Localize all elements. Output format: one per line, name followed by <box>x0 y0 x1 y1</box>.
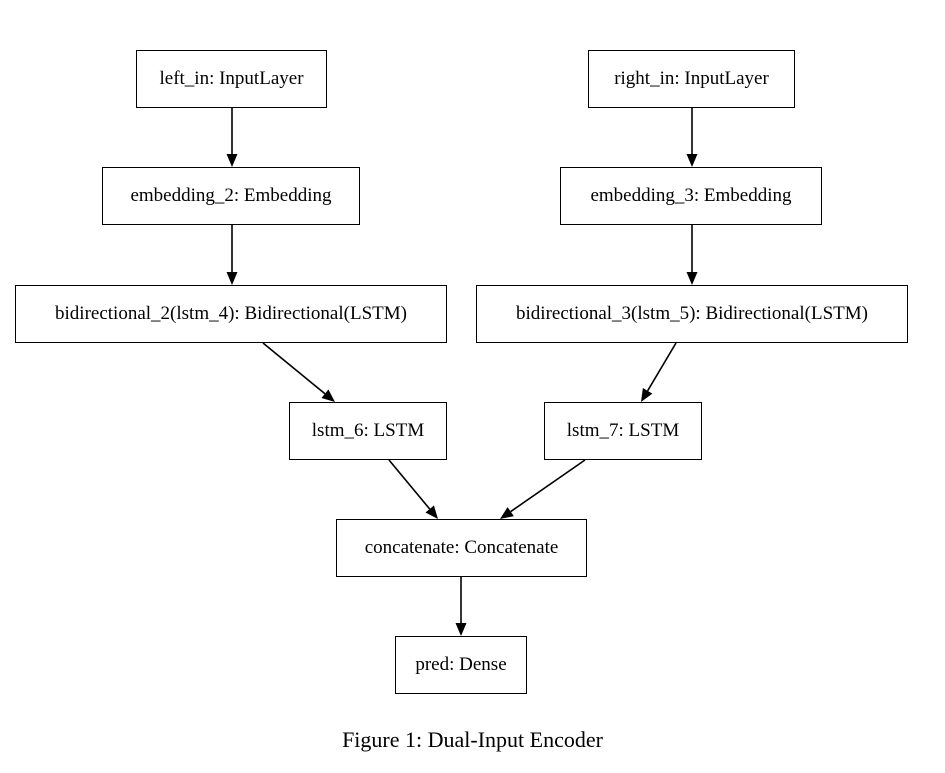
edge-embedding-2-to-bidirectional-2 <box>226 225 238 285</box>
node-concatenate: concatenate: Concatenate <box>336 519 587 577</box>
node-bidirectional-2: bidirectional_2(lstm_4): Bidirectional(L… <box>15 285 447 343</box>
figure-caption: Figure 1: Dual-Input Encoder <box>342 727 603 752</box>
edge-left-in-to-embedding-2 <box>226 108 238 167</box>
arrowhead-icon <box>641 388 653 402</box>
arrowhead-icon <box>455 623 467 636</box>
node-right-in: right_in: InputLayer <box>588 50 795 108</box>
arrowhead-icon <box>686 154 698 167</box>
edge-right-in-to-embedding-3 <box>686 108 698 167</box>
node-lstm-6: lstm_6: LSTM <box>289 402 447 460</box>
edge-line <box>646 342 677 392</box>
arrowhead-icon <box>226 154 238 167</box>
edge-bidirectional-3-to-lstm-7 <box>641 342 677 402</box>
edge-lstm-7-to-concatenate <box>500 459 586 519</box>
edge-lstm-6-to-concatenate <box>388 459 438 519</box>
arrowhead-icon <box>425 505 438 519</box>
edge-embedding-3-to-bidirectional-3 <box>686 225 698 285</box>
node-embedding-2: embedding_2: Embedding <box>102 167 360 225</box>
arrowhead-icon <box>686 272 698 285</box>
edge-line <box>262 342 326 395</box>
arrowhead-icon <box>321 389 335 402</box>
node-lstm-7: lstm_7: LSTM <box>544 402 702 460</box>
node-embedding-3: embedding_3: Embedding <box>560 167 822 225</box>
edge-bidirectional-2-to-lstm-6 <box>262 342 335 402</box>
arrowhead-icon <box>500 507 514 519</box>
node-left-in: left_in: InputLayer <box>136 50 327 108</box>
edge-line <box>388 459 431 510</box>
edge-line <box>510 459 586 513</box>
edge-concatenate-to-pred <box>455 577 467 636</box>
node-bidirectional-3: bidirectional_3(lstm_5): Bidirectional(L… <box>476 285 908 343</box>
arrowhead-icon <box>226 272 238 285</box>
node-pred: pred: Dense <box>395 636 527 694</box>
